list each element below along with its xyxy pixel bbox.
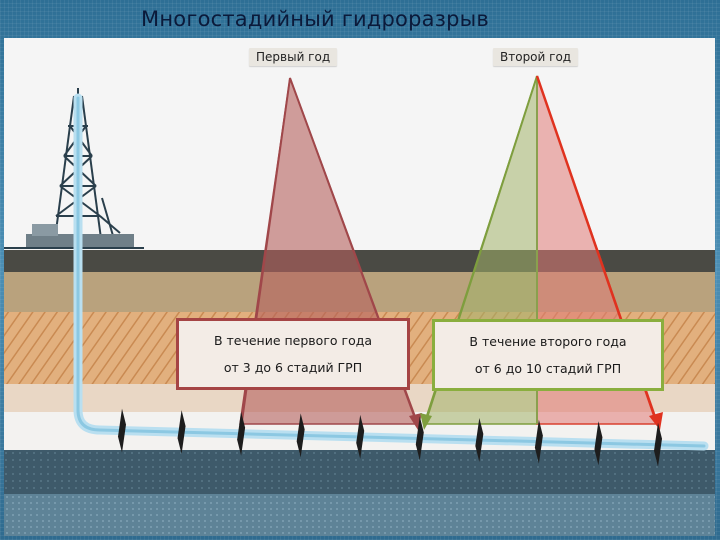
layer-deep [4,494,715,536]
sky [4,38,715,250]
diagram-scene: Первый год Второй год В течение первого … [4,38,715,536]
well-cross-section [4,38,715,536]
year1-info-box: В течение первого года от 3 до 6 стадий … [176,318,410,390]
year2-info-box: В течение второго года от 6 до 10 стадий… [432,319,664,391]
year2-label: Второй год [493,48,578,66]
year1-info-line1: В течение первого года [214,333,372,348]
rig-equipment [32,224,58,236]
year1-info-line2: от 3 до 6 стадий ГРП [224,360,362,375]
year1-label: Первый год [249,48,337,66]
year2-info-line2: от 6 до 10 стадий ГРП [475,361,621,376]
layer-dark-shale [4,450,715,494]
title-bar: Многостадийный гидроразрыв [0,0,720,38]
year2-info-line1: В течение второго года [469,334,626,349]
slide-title: Многостадийный гидроразрыв [141,7,489,31]
